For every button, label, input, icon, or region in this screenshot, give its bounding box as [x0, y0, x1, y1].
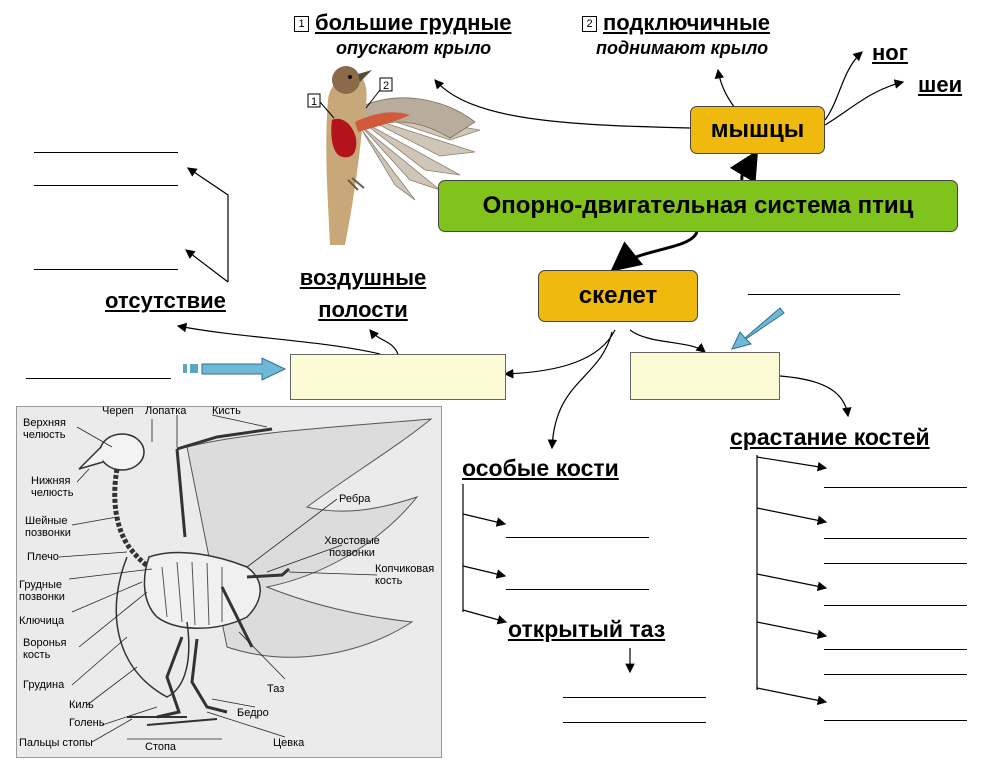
arrow-skeleton-to-left-box: [503, 329, 616, 379]
blank-left-box[interactable]: [26, 378, 171, 379]
node-muscles: мышцы: [690, 106, 825, 154]
arrow-muscles-to-neck: [824, 79, 905, 126]
blank-absence-1[interactable]: [34, 152, 178, 153]
arrow-system-to-skeleton: [610, 231, 699, 272]
label-foot: Стопа: [145, 741, 177, 753]
blue-pointer-left: [183, 357, 287, 381]
answer-box-left[interactable]: [290, 354, 506, 400]
arrow-muscles-to-leg: [824, 51, 863, 121]
arrow-special-3: [462, 609, 508, 625]
label-neck-vertebrae: Шейные позвонки: [25, 515, 71, 539]
blue-pointer-right: [731, 307, 785, 350]
neck-muscles-label: шеи: [918, 72, 963, 97]
label-femur: Бедро: [237, 707, 269, 719]
blank-fusion-5[interactable]: [824, 649, 967, 650]
blank-pelvis-2[interactable]: [563, 722, 706, 723]
arrow-fusion-4: [756, 621, 828, 640]
answer-box-right[interactable]: [630, 352, 780, 400]
muscle-group-1: 1 большие грудные: [294, 10, 511, 36]
arrow-muscles-to-subclavian: [714, 68, 736, 109]
skeleton-figure: Верхняя челюсть Нижняя челюсть Шейные по…: [16, 405, 442, 758]
label-air-cavities: воздушные полости: [299, 265, 427, 322]
muscle-group-2-action: поднимают крыло: [596, 38, 769, 58]
arrow-special-2: [462, 565, 507, 579]
arrow-fusion-1: [756, 456, 828, 472]
label-shoulder: Плечо: [27, 551, 59, 563]
muscle-group-2-name: подключичные: [603, 10, 770, 35]
blank-special-2[interactable]: [506, 589, 649, 590]
label-ribs: Ребра: [339, 493, 371, 505]
arrow-right-box-to-fusion: [779, 375, 852, 418]
marker-1-icon: 1: [294, 16, 309, 32]
leg-muscles-label: ног: [872, 40, 908, 65]
skeleton-drawing: [58, 414, 433, 743]
blank-special-1[interactable]: [506, 537, 649, 538]
blank-absence-2[interactable]: [34, 185, 178, 186]
arrow-skeleton-to-right-box: [629, 329, 706, 353]
label-special-bones: особые кости: [462, 455, 619, 481]
label-tarsus: Цевка: [273, 737, 305, 749]
label-chest-vertebrae: Грудные позвонки: [19, 579, 65, 603]
arrow-fusion-5: [756, 687, 828, 706]
blank-fusion-3[interactable]: [824, 563, 967, 564]
label-shin: Голень: [69, 717, 105, 729]
label-coracoid: Воронья кость: [23, 637, 67, 661]
label-lower-jaw: Нижняя челюсть: [31, 475, 74, 499]
node-skeleton: скелет: [538, 270, 698, 322]
bird-illustration: 1 2: [307, 66, 481, 245]
label-clavicle: Ключица: [19, 615, 65, 627]
blank-right-box[interactable]: [748, 294, 900, 295]
arrow-special-1: [462, 513, 507, 527]
label-pelvis: Таз: [267, 683, 285, 695]
label-upper-jaw: Верхняя челюсть: [23, 417, 66, 441]
label-bone-fusion: срастание костей: [730, 424, 930, 450]
blank-fusion-2[interactable]: [824, 538, 967, 539]
arrow-fusion-3: [756, 573, 828, 592]
marker-2-icon: 2: [582, 16, 597, 32]
label-open-pelvis: открытый таз: [508, 616, 666, 642]
blank-fusion-6[interactable]: [824, 674, 967, 675]
label-keel: Киль: [69, 699, 94, 711]
arrow-box-to-absence: [176, 322, 381, 355]
photo-marker-1: 1: [311, 96, 317, 108]
blank-fusion-1[interactable]: [824, 487, 967, 488]
blank-fusion-4[interactable]: [824, 605, 967, 606]
arrow-fusion-2: [756, 507, 828, 526]
arrow-muscles-to-pectoral: [434, 79, 691, 129]
arrow-absence-to-blank-1: [187, 167, 229, 282]
bird-photo: 1 2: [300, 60, 490, 250]
label-sternum: Грудина: [23, 679, 65, 691]
arrow-system-to-muscles: [729, 149, 759, 184]
label-absence: отсутствие: [105, 288, 226, 313]
arrow-box-to-air-cavities: [369, 329, 399, 355]
arrow-absence-to-blank-2: [185, 249, 229, 283]
label-toes: Пальцы стопы: [19, 737, 93, 749]
label-tail-vertebrae: Хвостовые позвонки: [324, 535, 380, 559]
blank-pelvis-1[interactable]: [563, 697, 706, 698]
blank-absence-3[interactable]: [34, 269, 178, 270]
arrow-skeleton-to-special-bones: [547, 331, 613, 450]
label-hand: Кисть: [212, 405, 241, 417]
node-locomotor-system: Опорно-двигательная система птиц: [438, 180, 958, 232]
blank-fusion-7[interactable]: [824, 720, 967, 721]
label-skull: Череп: [102, 405, 134, 417]
muscle-group-1-name: большие грудные: [315, 10, 512, 35]
photo-marker-2: 2: [383, 80, 389, 92]
label-scapula: Лопатка: [145, 405, 187, 417]
label-pygostyle: Копчиковая кость: [375, 563, 435, 587]
muscle-group-1-action: опускают крыло: [336, 38, 492, 58]
muscle-group-2: 2 подключичные: [582, 10, 770, 36]
